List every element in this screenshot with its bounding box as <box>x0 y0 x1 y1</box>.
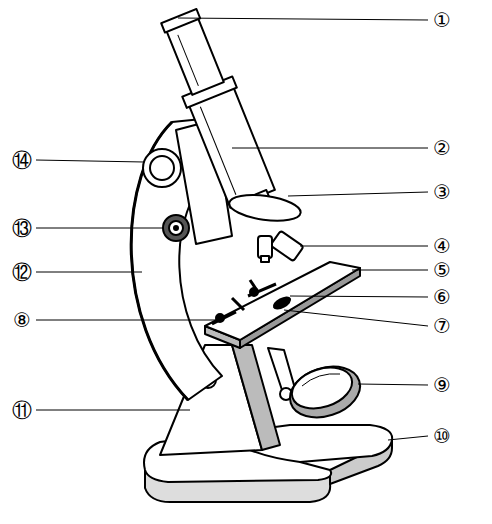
callout-number: ⑤ <box>432 259 452 281</box>
callout-number: ⑭ <box>11 149 33 171</box>
callout-number: ⑥ <box>432 286 452 308</box>
callout-number: ⑪ <box>11 399 33 421</box>
callout-number: ① <box>432 9 452 31</box>
callout-number: ⑬ <box>11 217 33 239</box>
callout-number: ② <box>432 137 452 159</box>
stage <box>205 262 360 348</box>
callout-number: ⑫ <box>11 261 33 283</box>
mirror <box>268 348 367 426</box>
callout-number: ⑩ <box>432 425 452 447</box>
callout-number: ⑦ <box>432 315 452 337</box>
leader-lines <box>36 18 428 440</box>
callout-number: ⑨ <box>432 374 452 396</box>
callout-number: ④ <box>432 235 452 257</box>
body-tube <box>152 0 310 248</box>
callout-number: ③ <box>432 181 452 203</box>
callout-number: ⑧ <box>12 309 32 331</box>
objective-lenses <box>258 231 304 262</box>
